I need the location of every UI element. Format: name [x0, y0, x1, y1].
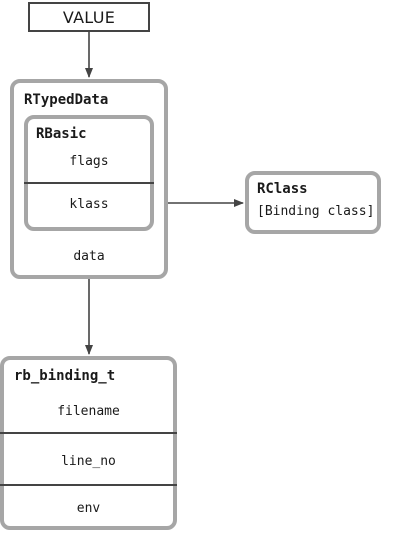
rb-binding-t-box: rb_binding_t filename line_no env [0, 356, 177, 530]
rb-binding-t-divider-2 [0, 484, 177, 486]
rb-binding-t-divider-1 [0, 432, 177, 434]
rtypeddata-data-field: data [73, 249, 105, 264]
rclass-box: RClass [Binding class] [245, 171, 381, 234]
value-box: VALUE [28, 2, 150, 32]
rclass-subtitle: [Binding class] [257, 204, 375, 219]
rbasic-klass-field: klass [69, 197, 109, 212]
rb-binding-t-filename-field: filename [57, 404, 120, 419]
rb-binding-t-env-field: env [76, 501, 101, 516]
rtypeddata-title: RTypedData [24, 92, 109, 108]
rb-binding-t-title: rb_binding_t [14, 368, 116, 384]
rbasic-title: RBasic [36, 126, 87, 142]
rclass-title: RClass [257, 181, 308, 197]
rbasic-box: RBasic flags klass [24, 115, 154, 231]
rbasic-flags-field: flags [69, 154, 109, 169]
rbasic-divider [24, 182, 154, 184]
value-label: VALUE [62, 7, 116, 27]
rb-binding-t-line-no-field: line_no [61, 454, 116, 469]
